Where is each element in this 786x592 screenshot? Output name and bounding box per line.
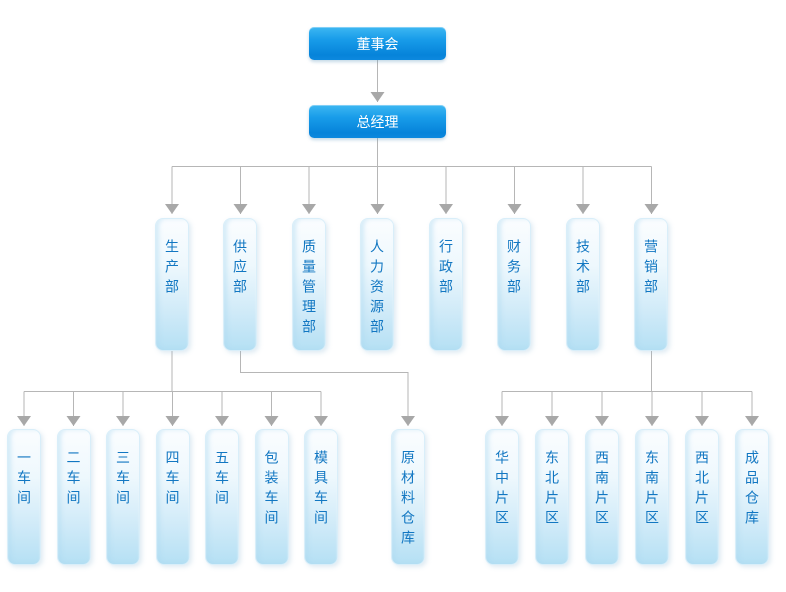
node-label: 成品仓库 <box>744 450 760 530</box>
node-general-manager-label: 总经理 <box>356 113 399 130</box>
connector-marketing-to-regions <box>495 351 759 426</box>
node-marketing-dept[interactable]: 营销部 <box>634 218 668 351</box>
connector-gm-to-departments <box>165 138 659 214</box>
node-supply-dept[interactable]: 供应部 <box>223 218 257 351</box>
connector-production-to-workshops <box>17 351 328 426</box>
node-label: 财务部 <box>506 239 522 299</box>
node-workshop-5[interactable]: 五车间 <box>205 429 239 565</box>
node-region-northeast[interactable]: 东北片区 <box>535 429 569 565</box>
node-finished-goods-warehouse[interactable]: 成品仓库 <box>735 429 769 565</box>
node-label: 技术部 <box>575 239 591 299</box>
node-label: 四车间 <box>164 450 181 510</box>
node-workshop-1[interactable]: 一车间 <box>7 429 41 565</box>
node-production-dept[interactable]: 生产部 <box>155 218 189 351</box>
node-label: 三车间 <box>115 450 131 510</box>
node-label: 东南片区 <box>644 450 660 530</box>
node-region-southwest[interactable]: 西南片区 <box>585 429 619 565</box>
node-hr-dept[interactable]: 人力资源部 <box>360 218 394 351</box>
node-label: 行政部 <box>438 239 454 299</box>
node-label: 二车间 <box>65 450 82 510</box>
node-general-manager[interactable]: 总经理 <box>309 105 446 138</box>
node-region-southeast[interactable]: 东南片区 <box>635 429 669 565</box>
node-board-label: 董事会 <box>356 35 399 52</box>
node-workshop-4[interactable]: 四车间 <box>155 429 190 565</box>
node-label: 包装车间 <box>263 450 280 530</box>
node-label: 供应部 <box>232 239 248 299</box>
node-label: 一车间 <box>16 450 32 510</box>
node-workshop-2[interactable]: 二车间 <box>56 429 91 565</box>
node-label: 西南片区 <box>594 450 610 530</box>
node-label: 东北片区 <box>544 450 560 530</box>
node-label: 五车间 <box>214 450 230 510</box>
connector-supply-to-warehouse <box>240 351 415 426</box>
node-label: 质量管理部 <box>301 239 317 339</box>
node-mold-workshop[interactable]: 模具车间 <box>304 429 338 565</box>
node-region-central-china[interactable]: 华中片区 <box>485 429 519 565</box>
node-label: 华中片区 <box>494 450 510 530</box>
node-quality-management-dept[interactable]: 质量管理部 <box>292 218 326 351</box>
node-label: 模具车间 <box>313 450 329 530</box>
node-label: 生产部 <box>164 239 180 299</box>
node-board[interactable]: 董事会 <box>309 27 446 60</box>
node-admin-dept[interactable]: 行政部 <box>429 218 463 351</box>
node-label: 西北片区 <box>694 450 710 530</box>
node-workshop-3[interactable]: 三车间 <box>106 429 140 565</box>
node-tech-dept[interactable]: 技术部 <box>566 218 600 351</box>
node-label: 人力资源部 <box>369 239 385 339</box>
node-label: 原材料仓库 <box>400 450 416 550</box>
node-packaging-workshop[interactable]: 包装车间 <box>254 429 289 565</box>
node-raw-material-warehouse[interactable]: 原材料仓库 <box>391 429 425 565</box>
node-label: 营销部 <box>643 239 659 299</box>
node-finance-dept[interactable]: 财务部 <box>497 218 531 351</box>
node-region-northwest[interactable]: 西北片区 <box>685 429 719 565</box>
